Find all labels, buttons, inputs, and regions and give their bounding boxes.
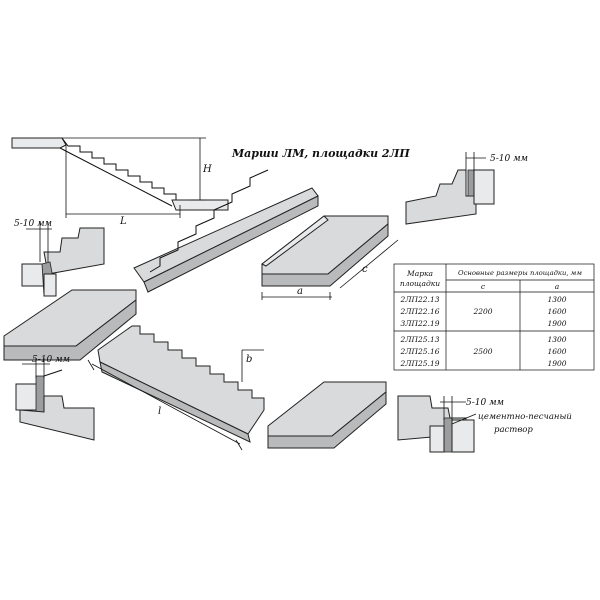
detail-left-upper: 5-10 мм [14,219,105,297]
table-a-value: 1300 [547,295,566,304]
table-mark: 2ЛП25.13 [399,335,439,344]
diagram-title: Марши ЛМ, площадки 2ЛП [231,147,410,160]
table-mark: 2ЛП22.16 [399,307,439,316]
table-header-a: a [555,282,559,291]
table-header-mark-1: Марка [406,269,433,278]
lower-landing [267,381,387,449]
upper-landing: a c [261,215,399,300]
dim-c: c [362,264,368,275]
detail-left-lower: 5-10 мм [15,355,95,441]
table-mark: 2ЛП25.19 [399,359,439,368]
table-header-c: c [481,282,486,291]
gap-label-bottom-right: 5-10 мм [466,398,504,408]
gap-label-top-right: 5-10 мм [490,154,528,164]
table-header-mark-2: площадки [400,279,440,288]
middle-landing [3,289,137,361]
dim-H: H [202,164,212,175]
lower-flight: l b [87,325,265,451]
mortar-label-line1: цементно-песчаный [478,412,572,422]
table-mark: 2ЛП22.13 [399,295,439,304]
upper-flight [133,169,319,293]
dim-l: l [158,406,161,417]
dim-L: L [119,216,127,227]
table-c-value: 2500 [472,347,492,356]
flight-profile: L H [11,137,229,227]
table-a-value: 1900 [547,359,566,368]
table-c-value: 2200 [472,307,492,316]
dimensions-table: Марка площадки Основные размеры площадки… [393,263,595,371]
table-a-value: 1300 [547,335,566,344]
table-mark: 3ЛП22.19 [400,319,439,328]
dim-b: b [246,354,252,365]
mortar-label-line2: раствор [494,425,533,435]
table-a-value: 1900 [547,319,566,328]
gap-label-left-upper: 5-10 мм [14,219,52,229]
detail-bottom-right: 5-10 мм цементно-песчаный раствор [397,395,572,453]
table-mark: 2ЛП25.16 [399,347,439,356]
detail-top-right: 5-10 мм [405,152,528,225]
dim-a: a [297,286,303,297]
table-a-value: 1600 [547,347,566,356]
table-header-sizes: Основные размеры площадки, мм [458,269,582,277]
gap-label-left-lower: 5-10 мм [32,355,70,365]
table-a-value: 1600 [547,307,566,316]
